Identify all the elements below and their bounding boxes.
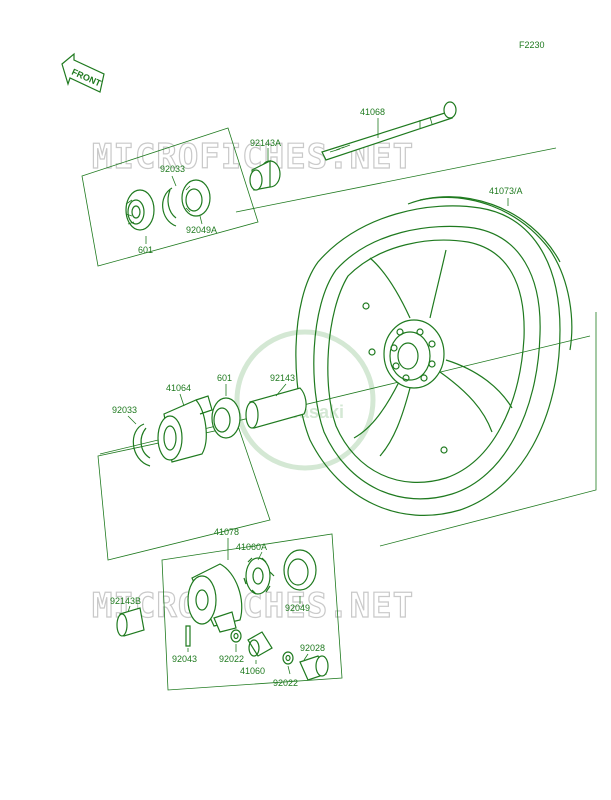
label-collar-top: 92143A [250, 138, 281, 148]
upper-assembly-box [81, 127, 259, 267]
collar-top-part [249, 160, 281, 191]
label-spacer: 92143 [270, 373, 295, 383]
label-pinion: 41060 [240, 666, 265, 676]
label-pin: 92043 [172, 654, 197, 664]
label-seal-bottom: 92049 [285, 603, 310, 613]
axle-part [321, 101, 457, 161]
wheel-part [295, 196, 573, 516]
label-circlip-mid: 92033 [112, 405, 137, 415]
lower-assembly-box [161, 533, 343, 691]
label-axle: 41068 [360, 107, 385, 117]
axis-line-top [235, 147, 557, 213]
label-circlip-top: 92033 [160, 164, 185, 174]
upper-bearing-group [125, 179, 211, 231]
label-gear: 41060A [236, 542, 267, 552]
label-bearing-top: 601 [138, 245, 153, 255]
label-washer-right: 92022 [273, 678, 298, 688]
middle-parts-group [132, 387, 307, 467]
label-gear-housing: 41078 [214, 527, 239, 537]
front-arrow-icon: FRONT [61, 52, 105, 93]
label-wheel: 41073/A [489, 186, 523, 196]
label-bushing: 92028 [300, 643, 325, 653]
label-seal-top: 92049A [186, 225, 217, 235]
leader-lines [127, 118, 379, 675]
wheel-bracket-line [379, 312, 597, 547]
label-bearing-mid: 601 [217, 373, 232, 383]
label-coupling: 41064 [166, 383, 191, 393]
figure-code: F2230 [519, 40, 545, 50]
label-collar-bottom: 92143B [110, 596, 141, 606]
lower-parts-group [116, 549, 329, 681]
label-washer-left: 92022 [219, 654, 244, 664]
